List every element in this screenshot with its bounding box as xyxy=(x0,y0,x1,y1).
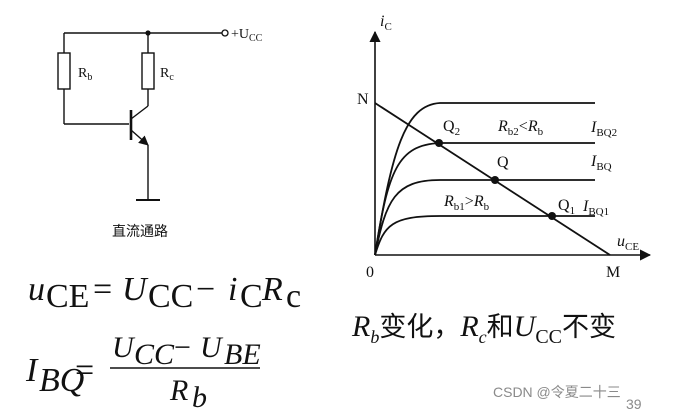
point-q1 xyxy=(548,212,556,220)
f2-num-U1: U xyxy=(112,331,136,364)
resistor-rb xyxy=(57,52,71,90)
csdn-watermark: CSDN @令夏二十三 xyxy=(493,384,621,400)
x-axis-label: uCE xyxy=(617,233,639,253)
transistor-emitter xyxy=(130,129,149,146)
f1-R: R xyxy=(261,271,283,308)
q2-label: Q2 xyxy=(443,118,460,138)
ibq2-label: IBQ2 xyxy=(590,119,617,139)
dc-circuit xyxy=(57,32,222,201)
ibq1-label: IBQ1 xyxy=(582,198,609,218)
f2-den-R-sub: b xyxy=(192,381,207,413)
vcc-label: +UCC xyxy=(231,27,263,44)
q-label: Q xyxy=(497,154,509,171)
junction-dot xyxy=(145,30,151,36)
vcc-terminal xyxy=(221,29,229,37)
rc-label: Rc xyxy=(160,66,174,83)
point-q xyxy=(491,176,499,184)
annotation-rb1-gt-rb: Rb1>Rb xyxy=(443,193,490,213)
curve-ibq xyxy=(374,179,595,256)
n-label: N xyxy=(357,91,369,108)
f2-num-U2-sub: BE xyxy=(224,338,261,371)
f2-num-minus: − xyxy=(174,331,191,364)
f2-I: I xyxy=(25,352,39,389)
curve-ibq2 xyxy=(374,102,595,256)
f1-u-sub: CE xyxy=(46,278,89,315)
f1-i: i xyxy=(228,271,237,308)
f1-R-sub: c xyxy=(286,278,301,315)
f2-I-sub: BQ xyxy=(39,362,84,399)
f2-num-U1-sub: CC xyxy=(134,338,175,371)
f1-minus: − xyxy=(196,271,215,308)
formula-uce: u CE = U CC − i C R c xyxy=(28,271,301,315)
annotation-rb2-lt-rb: Rb2<Rb xyxy=(497,118,544,138)
formula-ibq: I BQ = U CC − U BE R b xyxy=(25,331,261,413)
page-number: 39 xyxy=(626,396,642,412)
f1-U: U xyxy=(122,271,149,308)
transistor-collector xyxy=(130,105,149,120)
curve-ibq-boundary xyxy=(374,142,595,256)
y-axis-label: iC xyxy=(380,13,392,33)
f2-num-U2: U xyxy=(200,331,224,364)
f1-u: u xyxy=(28,271,45,308)
f2-den-R: R xyxy=(169,374,188,407)
f2-eq: = xyxy=(75,352,94,389)
f1-eq: = xyxy=(93,271,112,308)
m-label: M xyxy=(606,264,620,281)
f1-U-sub: CC xyxy=(148,278,193,315)
output-characteristic-chart: iC uCE 0 N M Q2 Q Q1 IBQ2 IBQ IBQ1 Rb2<R… xyxy=(357,13,652,281)
point-q2 xyxy=(435,139,443,147)
f1-i-sub: C xyxy=(240,278,263,315)
curve-ibq1 xyxy=(374,215,595,256)
circuit-caption: 直流通路 xyxy=(112,223,168,240)
origin-label: 0 xyxy=(366,264,374,281)
q1-label: Q1 xyxy=(558,197,575,217)
resistor-rc xyxy=(141,52,155,90)
conclusion-text: Rb变化，Rc和UCC不变 xyxy=(351,310,616,348)
ibq-label: IBQ xyxy=(590,153,612,173)
rb-label: Rb xyxy=(78,66,92,83)
